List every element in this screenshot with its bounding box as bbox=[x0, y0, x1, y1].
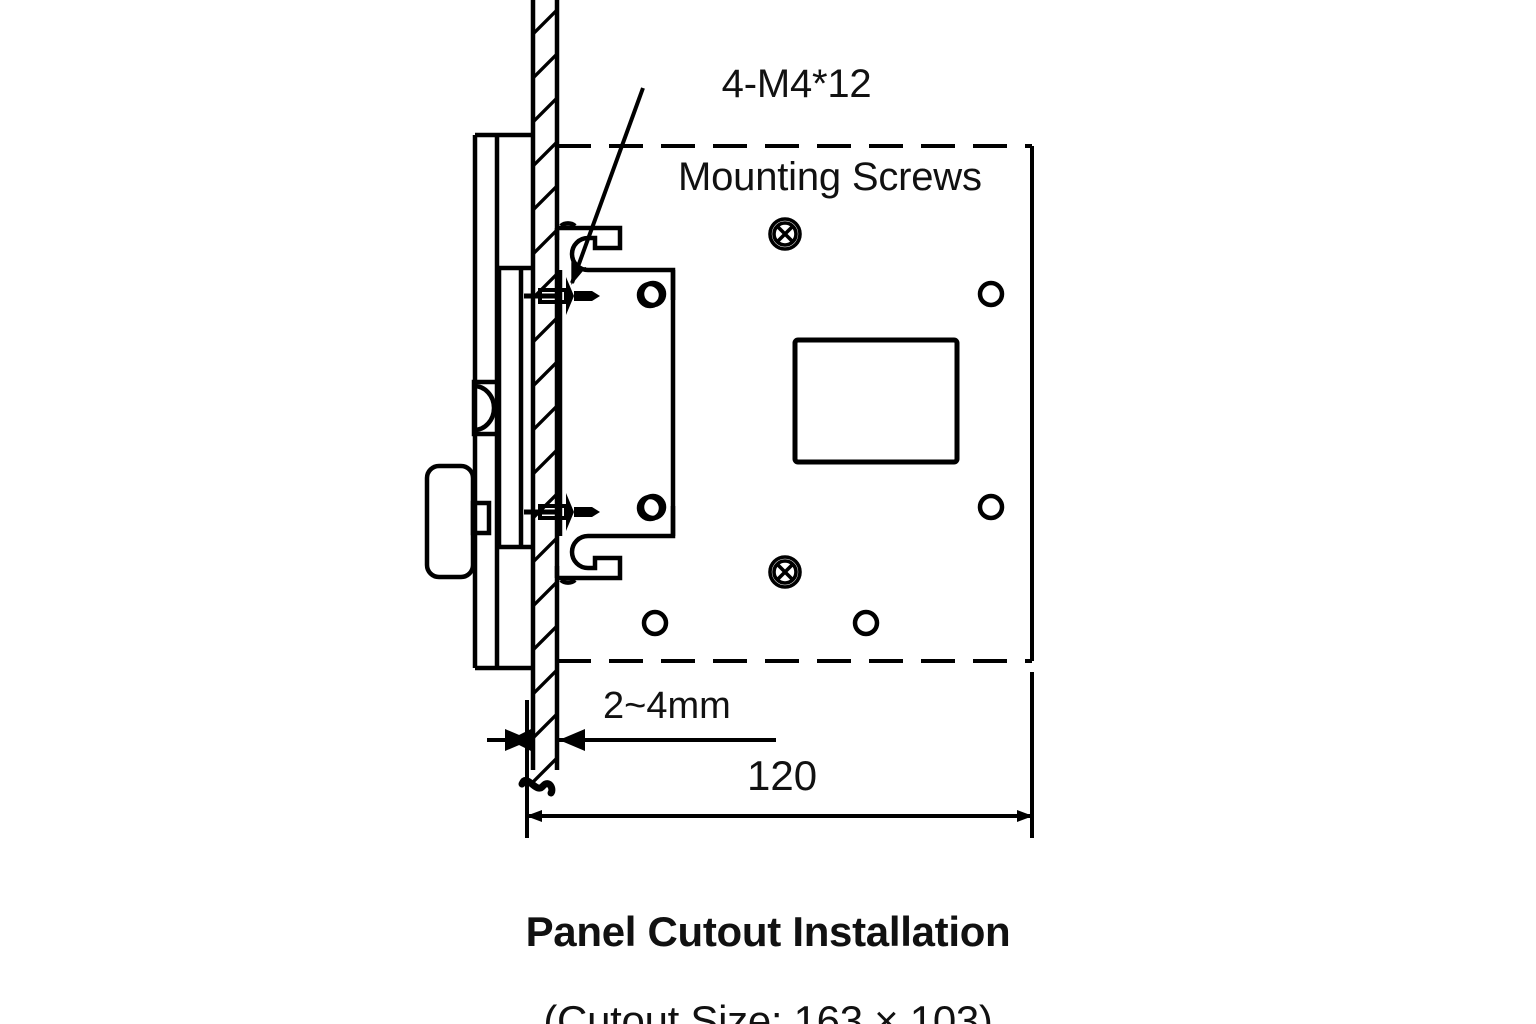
side-port bbox=[471, 379, 501, 437]
dimension-label-panel-thickness: 2~4mm bbox=[603, 685, 731, 727]
terminal-hole bbox=[852, 609, 880, 637]
figure-caption-title: Panel Cutout Installation bbox=[525, 907, 1011, 955]
terminal-hole bbox=[639, 493, 667, 521]
cross-symbol-upper bbox=[768, 217, 802, 251]
front-bezel bbox=[496, 265, 533, 550]
figure-caption: Panel Cutout Installation (Cutout Size: … bbox=[0, 874, 1536, 1024]
terminal-hole bbox=[639, 280, 667, 308]
mounting-screws-label-line2: Mounting Screws bbox=[678, 154, 982, 199]
dimension-label-depth: 120 bbox=[747, 752, 818, 799]
mounting-screws-label-line1: 4-M4*12 bbox=[721, 62, 872, 107]
center-window-cutout bbox=[792, 337, 960, 465]
rear-panel-outline bbox=[557, 144, 1034, 663]
dimension-depth bbox=[525, 672, 1034, 838]
bracket-plate bbox=[557, 270, 676, 536]
terminal-hole bbox=[977, 493, 1005, 521]
mounting-bracket-upper bbox=[554, 221, 676, 300]
device-body bbox=[472, 132, 533, 671]
mounting-screws-label: 4-M4*12 Mounting Screws bbox=[678, 20, 982, 285]
terminal-hole bbox=[977, 280, 1005, 308]
rear-panel-terminal-holes bbox=[639, 280, 1005, 637]
side-knob bbox=[424, 463, 492, 580]
mounting-screw-upper bbox=[524, 277, 600, 315]
panel-wall-section bbox=[530, 0, 560, 790]
mounting-screw-lower bbox=[524, 493, 600, 531]
figure-caption-subtitle: (Cutout Size: 163 × 103) bbox=[543, 997, 993, 1024]
leader-line-screws bbox=[570, 87, 645, 285]
mounting-bracket-lower bbox=[554, 506, 676, 585]
terminal-hole bbox=[641, 609, 669, 637]
cross-symbol-lower bbox=[768, 555, 802, 589]
dimension-panel-thickness bbox=[487, 729, 776, 751]
